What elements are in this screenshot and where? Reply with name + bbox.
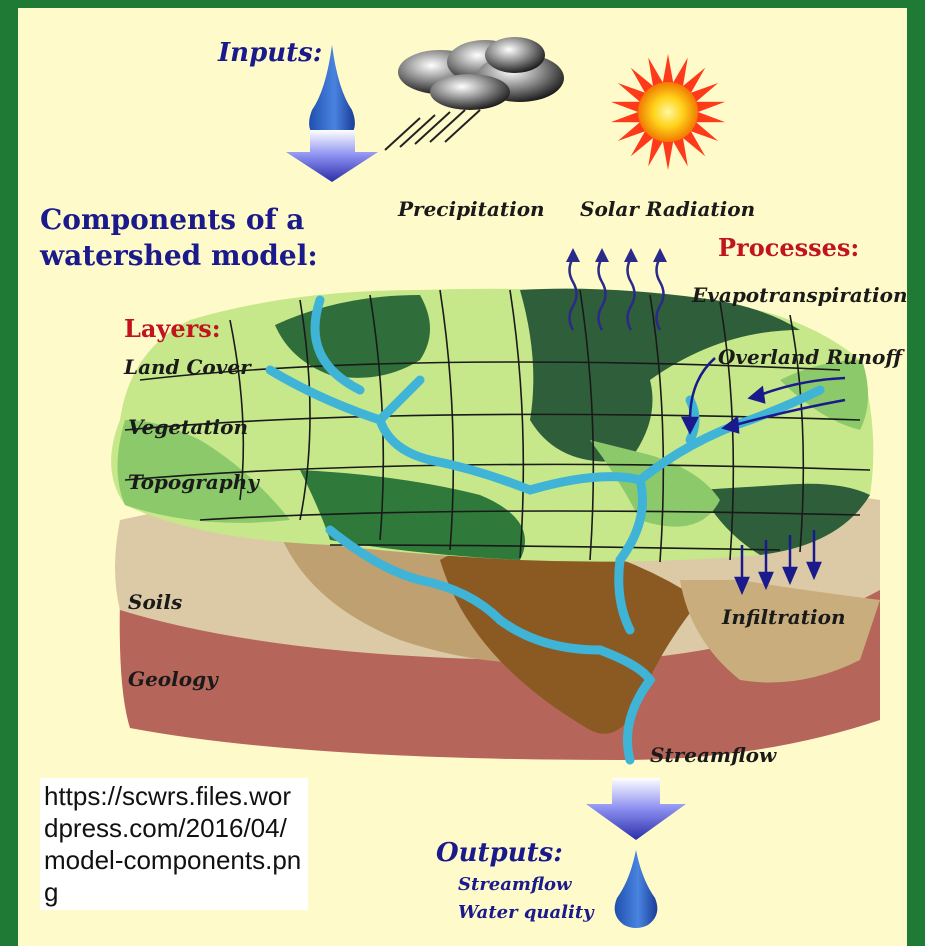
source-url: https://scwrs.files.wordpress.com/2016/0… (40, 778, 308, 910)
process-infiltration: Infiltration (722, 605, 846, 629)
solar-radiation-label: Solar Radiation (580, 197, 756, 221)
water-drop-icon (614, 850, 658, 928)
sun-core (638, 82, 698, 142)
layer-soils: Soils (128, 590, 183, 614)
layers-title: Layers: (124, 314, 221, 343)
down-arrow-icon (586, 778, 686, 840)
outputs-title: Outputs: (436, 838, 563, 868)
process-streamflow: Streamflow (650, 743, 777, 767)
infiltration-arrows (734, 530, 822, 596)
surface-grid (124, 289, 871, 563)
output-streamflow: Streamflow (458, 874, 572, 895)
process-overland-runoff: Overland Runoff (718, 345, 902, 369)
evapotranspiration-arrows (568, 257, 665, 331)
output-water-quality: Water quality (458, 902, 594, 923)
heading-line1: Components of a (40, 203, 305, 236)
layer-land-cover: Land Cover (124, 355, 251, 379)
layer-vegetation: Vegetation (128, 415, 249, 439)
processes-title: Processes: (718, 233, 860, 262)
heading-line2: watershed model: (40, 239, 318, 272)
land-surface-layer (111, 288, 874, 562)
overland-runoff-arrows (680, 357, 846, 435)
rain-cloud-icon (384, 37, 564, 151)
water-drop-icon (309, 45, 355, 144)
inputs-title: Inputs: (218, 38, 323, 68)
sun-icon (610, 54, 726, 170)
precipitation-label: Precipitation (398, 197, 545, 221)
process-evapotranspiration: Evapotranspiration (692, 283, 908, 307)
layer-geology: Geology (128, 667, 218, 691)
layer-topography: Topography (128, 470, 259, 494)
down-arrow-icon (286, 130, 378, 182)
geology-layer (119, 585, 880, 760)
evapotranspiration-arrowheads (566, 248, 667, 262)
